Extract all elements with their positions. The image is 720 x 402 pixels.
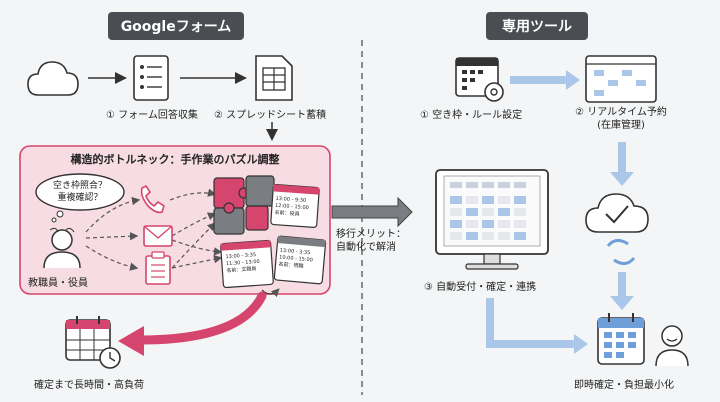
calendar-result-icon: [597, 313, 645, 365]
schedule-card-3: [273, 235, 327, 285]
card-swap-arrow: [261, 288, 280, 298]
thought-bubble: [35, 173, 125, 211]
schedule-card-1-text: 13:00 - 9:30 12:00 - 15:00 名前：役員: [274, 196, 309, 219]
arrow-auto-to-result: [486, 298, 588, 354]
schedule-card-3-text: 13:00 - 3:35 10:00 - 15:00 名前：現職: [278, 248, 314, 272]
cloud-icon: [27, 61, 79, 96]
bottleneck-title: 構造的ボトルネック：手作業のパズル調整: [70, 153, 280, 166]
right-result-label: 即時確定・負担最小化: [574, 380, 674, 391]
migration-benefit: 移行メリット： 自動化で解消: [336, 228, 406, 254]
booking-window-icon: [585, 55, 657, 103]
monitor-dashboard-icon: [435, 169, 549, 270]
dashed-arrows: [85, 188, 223, 271]
cloud-check-icon: [585, 193, 649, 233]
arrow-booking-to-cloud: [610, 142, 634, 186]
puzzle-pieces-icon: [213, 175, 275, 235]
migration-line-2: 自動化で解消: [336, 242, 396, 253]
step1-slot-rules: ① 空き枠・ルール設定: [420, 110, 523, 121]
relaxed-person-icon: [655, 325, 689, 367]
migration-line-1: 移行メリット：: [336, 229, 406, 240]
step2-realtime-booking: ② リアルタイム予約 (在庫管理): [566, 106, 676, 132]
pink-result-arrow: [135, 291, 267, 345]
step2-spreadsheet: ② スプレッドシート蓄積: [214, 110, 327, 121]
migration-arrow: [331, 196, 413, 228]
envelope-icon: [143, 225, 173, 247]
schedule-card-2-text: 13:00 - 3:35 11:30 - 13:00 名前：文職員: [225, 252, 260, 275]
spreadsheet-icon: [255, 55, 293, 101]
step1-form-collection: ① フォーム回答収集: [106, 110, 198, 121]
calendar-gear-icon: [455, 57, 504, 102]
step2-line-1: ② リアルタイム予約: [575, 107, 667, 118]
step3-auto-accept: ③ 自動受付・確定・連携: [424, 282, 537, 293]
step2-line-2: (在庫管理): [597, 120, 645, 131]
bubble-line-1: 空き枠照合？: [52, 181, 107, 191]
calendar-clock-icon: [65, 316, 121, 369]
form-document-icon: [133, 55, 169, 101]
dedicated-tool-header: 専用ツール: [486, 12, 588, 40]
bubble-line-2: 重複確認？: [57, 193, 103, 203]
google-forms-header: Googleフォーム: [108, 12, 244, 40]
schedule-card-1: [270, 184, 320, 228]
stressed-staff-icon: [43, 227, 81, 269]
staff-label: 教職員・役員: [28, 278, 88, 289]
clipboard-icon: [145, 251, 171, 285]
arrow-cloud-to-calendar: [610, 272, 634, 310]
sync-icon: [606, 239, 636, 265]
phone-icon: [140, 184, 165, 214]
schedule-card-2: [220, 239, 274, 289]
arrow-setup-to-booking: [510, 70, 580, 90]
left-result-label: 確定まで長時間・高負荷: [34, 380, 144, 391]
thought-bubble-text: 空き枠照合？ 重複確認？: [40, 180, 120, 204]
